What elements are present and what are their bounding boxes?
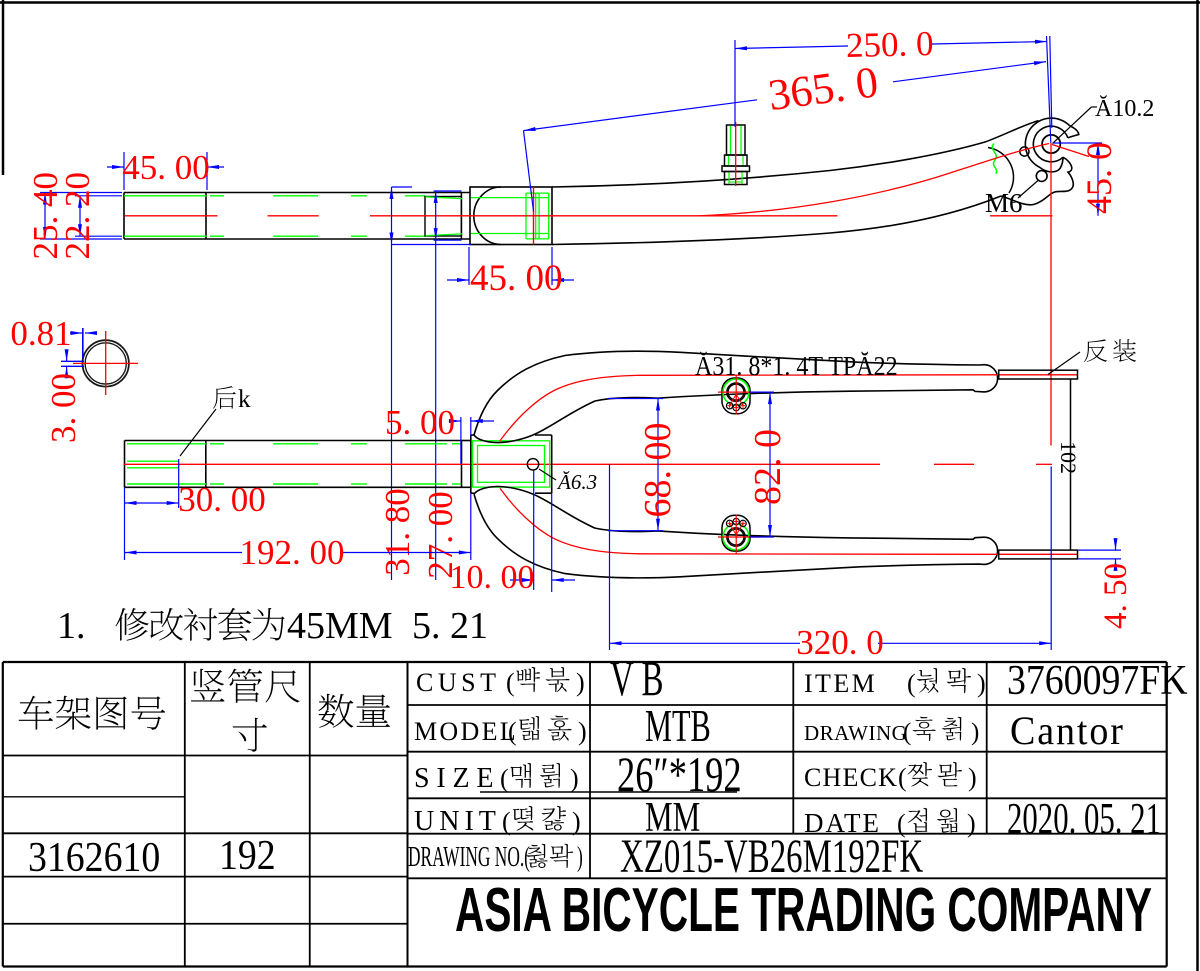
svg-text:31. 80: 31. 80 bbox=[378, 488, 417, 576]
svg-text:): ) bbox=[968, 763, 977, 792]
svg-text:45. 0: 45. 0 bbox=[1079, 142, 1119, 214]
svg-text:(: ( bbox=[506, 668, 515, 697]
svg-text:22. 20: 22. 20 bbox=[58, 172, 97, 259]
svg-text:MODEL: MODEL bbox=[414, 717, 518, 746]
svg-text:3162610: 3162610 bbox=[28, 833, 160, 880]
svg-text:): ) bbox=[578, 717, 587, 746]
svg-text:30. 00: 30. 00 bbox=[178, 480, 266, 519]
svg-text:Ă31. 8*1. 4T TPĂ22: Ă31. 8*1. 4T TPĂ22 bbox=[695, 351, 898, 382]
svg-text:ITEM: ITEM bbox=[804, 669, 877, 698]
svg-text:(: ( bbox=[502, 807, 511, 836]
svg-text:45. 00: 45. 00 bbox=[470, 258, 563, 299]
svg-text:V B: V B bbox=[610, 651, 663, 706]
svg-text:DATE: DATE bbox=[804, 808, 881, 838]
svg-text:250. 0: 250. 0 bbox=[846, 24, 934, 65]
svg-text:MM: MM bbox=[645, 793, 700, 840]
svg-text:3. 00: 3. 00 bbox=[44, 373, 83, 443]
svg-text:Cantor: Cantor bbox=[1010, 709, 1125, 753]
svg-text:XZ015-VB26M192FK: XZ015-VB26M192FK bbox=[620, 829, 923, 883]
svg-text:DRAWING NO.(: DRAWING NO.( bbox=[408, 842, 530, 873]
svg-text:(: ( bbox=[907, 669, 916, 698]
svg-text:192: 192 bbox=[219, 831, 276, 878]
svg-text:(: ( bbox=[903, 719, 911, 746]
svg-text:(: ( bbox=[897, 809, 906, 838]
svg-text:68. 00: 68. 00 bbox=[637, 423, 679, 518]
svg-text:Ă10.2: Ă10.2 bbox=[1095, 96, 1154, 122]
svg-text:CHECK: CHECK bbox=[804, 763, 898, 792]
svg-text:SIZE: SIZE bbox=[414, 763, 500, 794]
svg-text:27. 00: 27. 00 bbox=[421, 491, 460, 579]
svg-text:192. 00: 192. 00 bbox=[240, 533, 345, 572]
svg-text:2020. 05. 21: 2020. 05. 21 bbox=[1007, 795, 1161, 844]
svg-text:): ) bbox=[977, 669, 986, 698]
svg-text:CUST: CUST bbox=[416, 668, 500, 697]
svg-text:ASIA BICYCLE TRADING COMPANY: ASIA BICYCLE TRADING COMPANY bbox=[455, 877, 1152, 946]
svg-text:DRAWING: DRAWING bbox=[804, 721, 907, 745]
svg-text:MTB: MTB bbox=[645, 701, 711, 752]
svg-text:45MM: 45MM bbox=[287, 605, 393, 647]
svg-text:102: 102 bbox=[1056, 441, 1081, 474]
svg-text:82. 0: 82. 0 bbox=[747, 429, 789, 505]
svg-text:): ) bbox=[570, 764, 579, 793]
svg-text:): ) bbox=[576, 668, 585, 697]
svg-text:26″*192: 26″*192 bbox=[617, 748, 742, 803]
svg-text:): ) bbox=[971, 719, 979, 746]
svg-text:): ) bbox=[572, 807, 581, 836]
svg-text:5. 21: 5. 21 bbox=[412, 605, 488, 647]
svg-text:1.: 1. bbox=[57, 605, 86, 647]
svg-text:): ) bbox=[967, 809, 976, 838]
svg-text:0.81: 0.81 bbox=[10, 314, 71, 353]
svg-text:M6: M6 bbox=[985, 188, 1023, 218]
svg-text:): ) bbox=[577, 842, 583, 873]
svg-text:(: ( bbox=[898, 763, 907, 792]
svg-text:Ă6.3: Ă6.3 bbox=[556, 470, 597, 494]
svg-text:5. 00: 5. 00 bbox=[385, 403, 455, 442]
svg-text:UNIT: UNIT bbox=[414, 806, 501, 837]
svg-text:10. 00: 10. 00 bbox=[450, 559, 535, 596]
svg-text:3760097FK: 3760097FK bbox=[1007, 656, 1188, 703]
svg-text:(: ( bbox=[500, 764, 509, 793]
svg-text:4. 50: 4. 50 bbox=[1098, 563, 1134, 629]
svg-text:45. 00: 45. 00 bbox=[122, 148, 210, 187]
svg-text:25. 40: 25. 40 bbox=[26, 172, 65, 259]
svg-text:k: k bbox=[238, 386, 251, 413]
svg-text:320. 0: 320. 0 bbox=[796, 623, 884, 662]
svg-text:(: ( bbox=[508, 717, 517, 746]
